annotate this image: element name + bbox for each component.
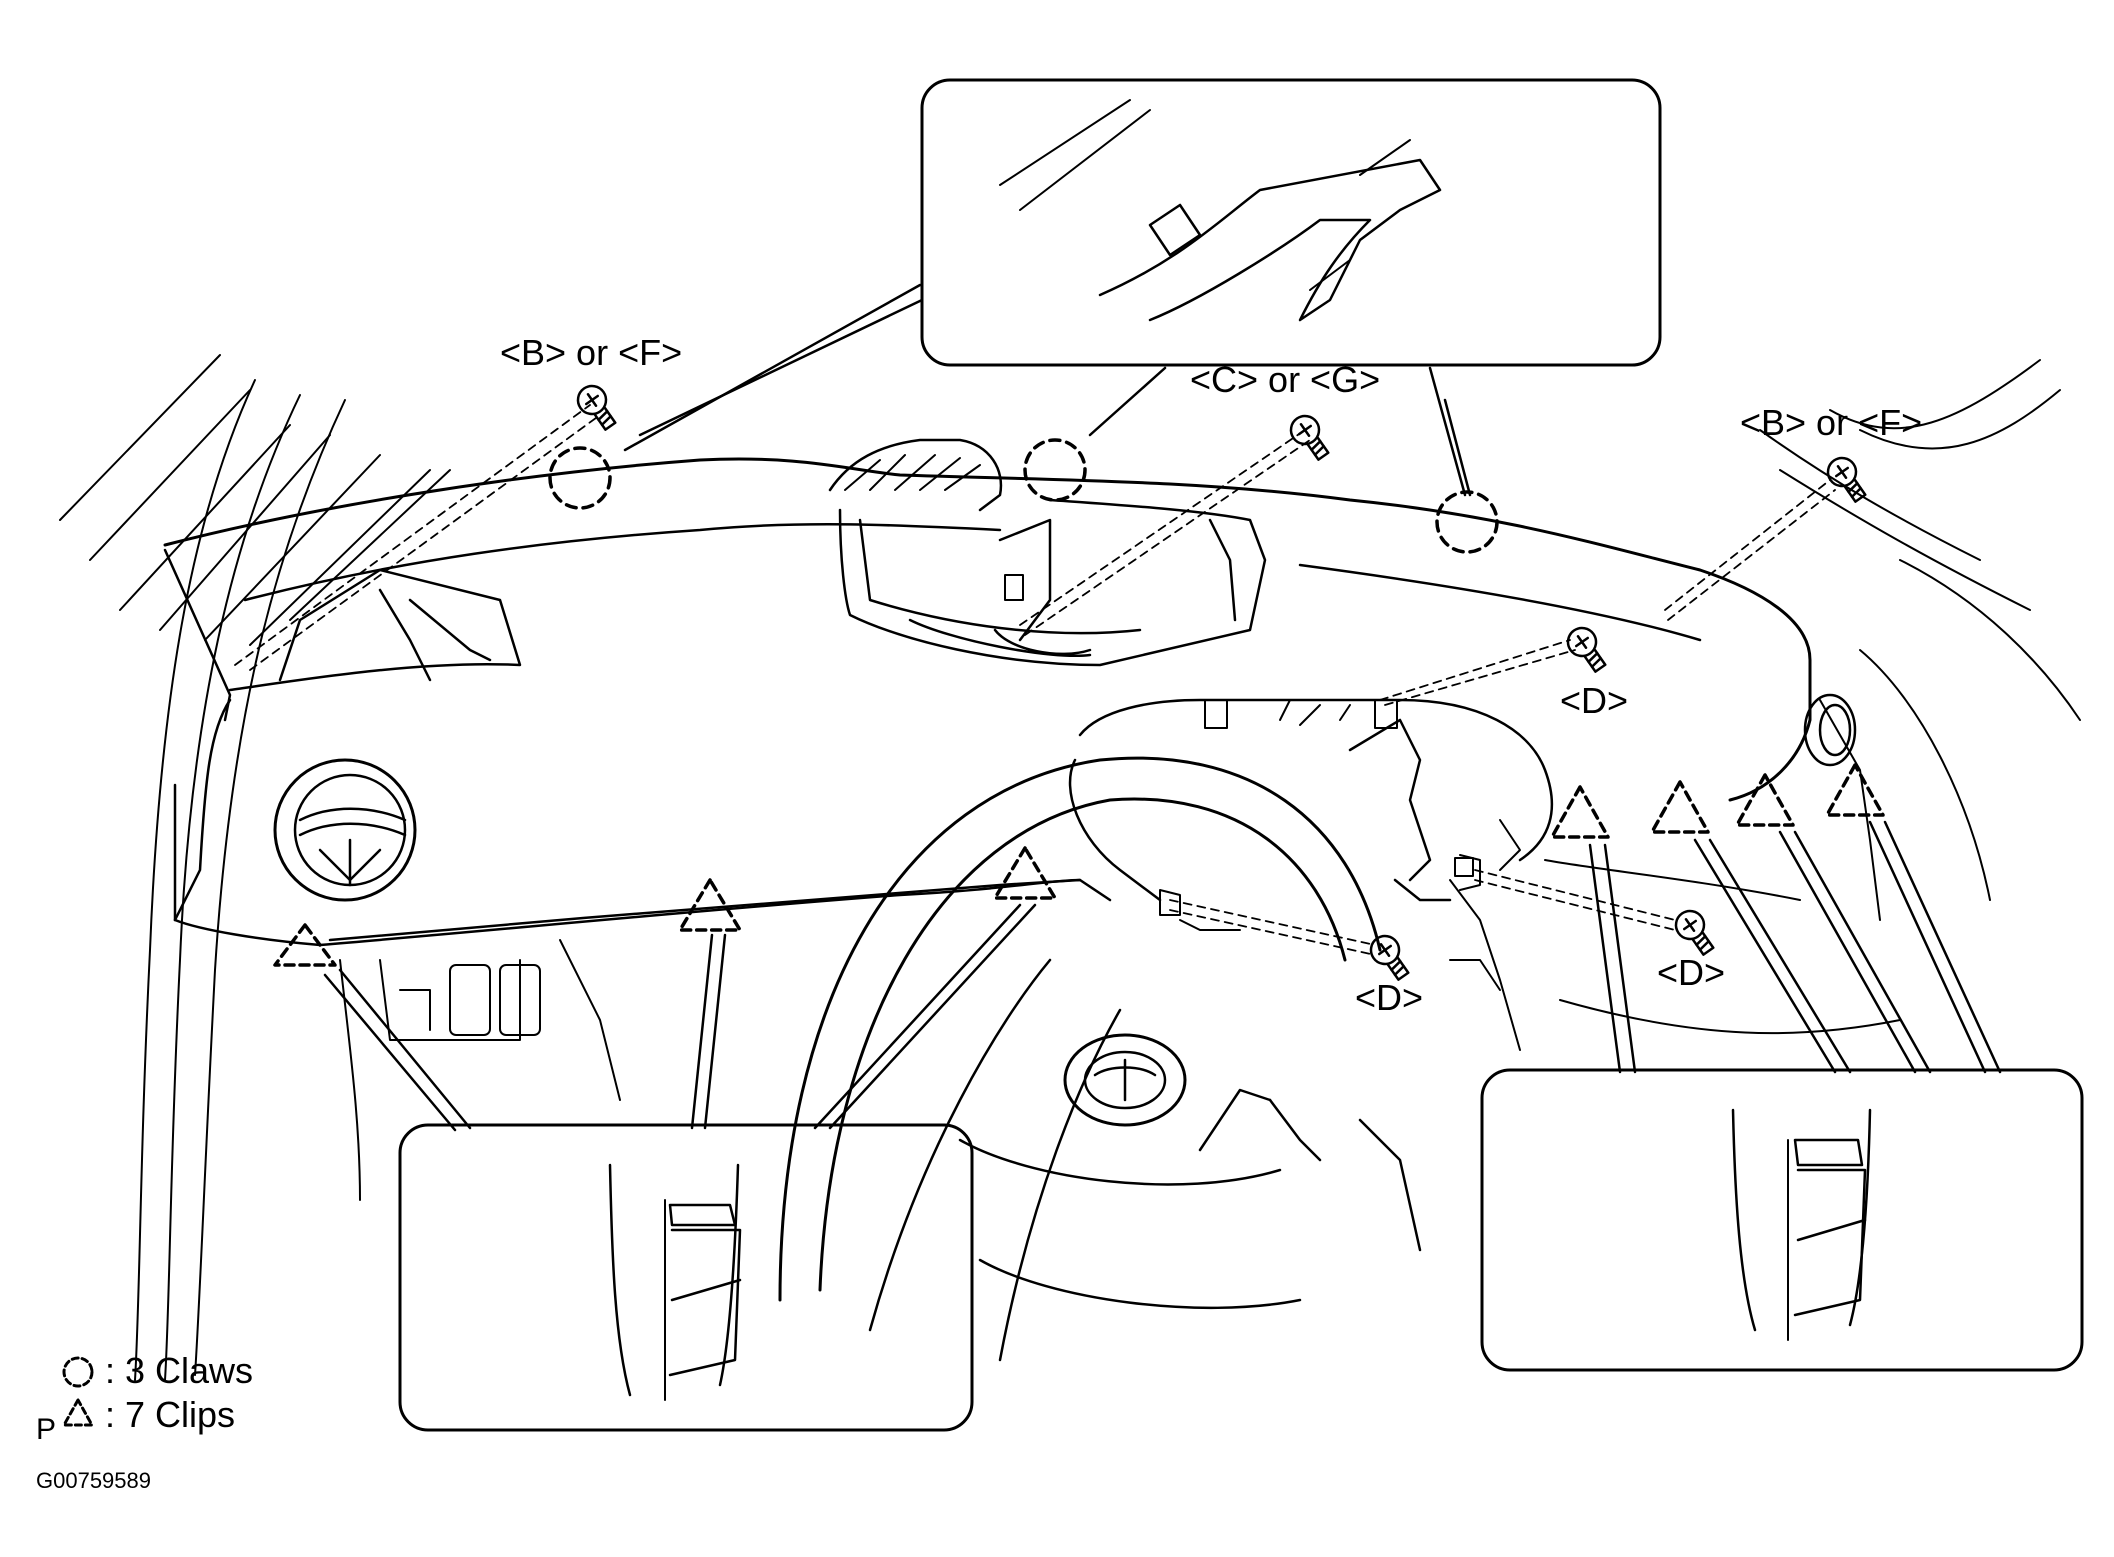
vent-left bbox=[273, 758, 417, 902]
callout-c-or-g: <C> or <G> bbox=[1190, 359, 1381, 400]
inset-box-claw-detail bbox=[920, 78, 1662, 367]
legend-claws-label: : 3 Claws bbox=[105, 1350, 254, 1391]
legend-claws-text: 3 Claws bbox=[125, 1350, 254, 1391]
screw-icons bbox=[576, 384, 1867, 981]
screw-icon bbox=[1566, 626, 1607, 673]
steering-wheel bbox=[778, 756, 1422, 1362]
figure-code: G00759589 bbox=[36, 1468, 151, 1493]
screw-icon bbox=[1826, 456, 1867, 503]
dashboard-outline bbox=[163, 404, 1812, 947]
a-pillar-left bbox=[134, 379, 346, 1381]
callout-d-lower-right: <D> bbox=[1657, 952, 1726, 993]
clip-3 bbox=[993, 846, 1057, 900]
clip-2 bbox=[678, 878, 742, 932]
vent-right bbox=[1803, 693, 1857, 767]
windshield-hatching-left bbox=[59, 354, 451, 646]
bracket-right bbox=[1159, 854, 1481, 931]
instrument-cluster bbox=[1068, 698, 1554, 902]
legend-clips-label: : 7 Clips bbox=[105, 1394, 236, 1435]
inset-box-clip-detail-left bbox=[398, 1123, 974, 1432]
inset-leader-lines-left bbox=[323, 903, 1037, 1132]
callout-b-or-f-right: <B> or <F> bbox=[1740, 402, 1923, 443]
claw-right bbox=[1435, 490, 1499, 554]
screw-icon bbox=[1369, 934, 1410, 981]
a-pillar-right bbox=[1759, 359, 2081, 901]
claw-center bbox=[1023, 438, 1087, 502]
screw-icon bbox=[576, 384, 617, 431]
lower-right-dash bbox=[1449, 699, 1901, 1051]
clip-7 bbox=[1825, 763, 1885, 817]
clip-5 bbox=[1650, 780, 1710, 834]
switch-panel-left bbox=[339, 939, 621, 1201]
clip-6 bbox=[1735, 773, 1795, 827]
legend-claw-symbol bbox=[62, 1356, 94, 1388]
inset-leader-lines-top bbox=[623, 283, 1472, 497]
legend-clips-text: 7 Clips bbox=[125, 1394, 236, 1435]
claw-left bbox=[548, 446, 612, 510]
clip-markers bbox=[273, 763, 1885, 967]
screw-lines bbox=[1019, 429, 1836, 956]
clip-4 bbox=[1550, 785, 1610, 839]
legend-prefix: P bbox=[36, 1413, 57, 1446]
clip-1 bbox=[273, 923, 337, 967]
claw-markers bbox=[548, 438, 1499, 554]
legend-clip-symbol bbox=[62, 1398, 94, 1427]
screw-icon bbox=[1289, 414, 1330, 461]
callout-b-or-f-left: <B> or <F> bbox=[500, 332, 683, 373]
center-cluster-hood bbox=[828, 438, 1267, 667]
screw-icon bbox=[1674, 909, 1715, 956]
callout-d-lower-center: <D> bbox=[1355, 977, 1424, 1018]
inset-box-clip-detail-right bbox=[1480, 1068, 2084, 1372]
inset-leader-lines-right bbox=[1588, 820, 2002, 1074]
callout-d-upper-right: <D> bbox=[1560, 680, 1629, 721]
